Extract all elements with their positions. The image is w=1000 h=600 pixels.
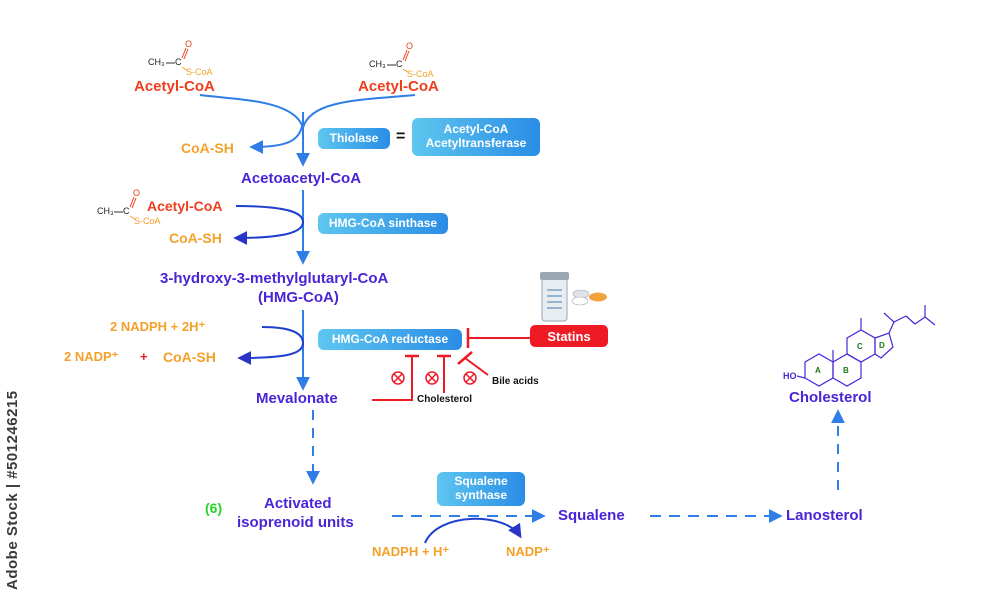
scoa-label-3: S-CoA bbox=[134, 216, 161, 226]
mevalonate-label: Mevalonate bbox=[256, 390, 338, 407]
nadp-2-label: 2 NADP⁺ bbox=[64, 349, 119, 364]
nadph-h-label: NADPH + H⁺ bbox=[372, 544, 450, 559]
squalene-synthase-line2: synthase bbox=[454, 488, 508, 502]
hmg-synthase-badge: HMG-CoA sinthase bbox=[318, 213, 448, 234]
bile-acids-label: Bile acids bbox=[492, 376, 539, 387]
o-label-3: O bbox=[133, 188, 141, 198]
acetyl-in-curve bbox=[233, 205, 305, 245]
activated-label-line1: Activated bbox=[264, 495, 332, 512]
ch3-label-1: CH₃ bbox=[148, 57, 165, 67]
inhibit-symbol-2 bbox=[425, 371, 439, 385]
nadp-label: NADP⁺ bbox=[506, 544, 550, 559]
ring-b-label: B bbox=[843, 366, 849, 375]
acetyl-structure-2 bbox=[387, 49, 410, 74]
inhibit-symbol-1 bbox=[391, 371, 405, 385]
coa-sh-label-1: CoA-SH bbox=[181, 140, 234, 156]
equals-sign: = bbox=[396, 128, 406, 145]
c-label-2: C bbox=[396, 59, 403, 69]
cholesterol-feedback-line bbox=[372, 356, 413, 401]
squalene-label: Squalene bbox=[558, 507, 625, 524]
acetyl-coa-label-3: Acetyl-CoA bbox=[147, 198, 223, 214]
scoa-label-2: S-CoA bbox=[407, 69, 434, 79]
coa-sh-label-2: CoA-SH bbox=[169, 230, 222, 246]
merge-curve-right bbox=[302, 94, 416, 129]
o-label-1: O bbox=[185, 39, 193, 49]
acetyl-structure-3 bbox=[114, 196, 137, 221]
coa-sh-label-3: CoA-SH bbox=[163, 349, 216, 365]
bile-inhibit-bar bbox=[457, 351, 473, 365]
step-count-label: (6) bbox=[205, 500, 223, 516]
acetyl-structure-1 bbox=[166, 47, 189, 72]
acat-line-2: Acetyltransferase bbox=[425, 136, 527, 150]
ring-c-label: C bbox=[857, 342, 863, 351]
hmg-coa-label-line1: 3-hydroxy-3-methylglutaryl-CoA bbox=[160, 270, 389, 287]
ch3-label-2: CH₃ bbox=[369, 59, 386, 69]
squalene-synthase-line1: Squalene bbox=[454, 474, 508, 489]
hmg-reductase-badge: HMG-CoA reductase bbox=[318, 329, 462, 350]
ho-label: HO bbox=[783, 371, 797, 381]
acat-badge: Acetyl-CoA Acetyltransferase bbox=[412, 118, 540, 156]
c-label-3: C bbox=[123, 206, 130, 216]
ring-d-label: D bbox=[879, 341, 885, 350]
ring-a-label: A bbox=[815, 366, 821, 375]
inhibit-symbol-3 bbox=[463, 371, 477, 385]
sterol-structure-icon bbox=[796, 305, 936, 387]
statins-badge: Statins bbox=[530, 325, 608, 347]
hmg-coa-label-line2: (HMG-CoA) bbox=[258, 289, 339, 306]
pill-bottle-icon bbox=[540, 272, 607, 322]
scoa-label-1: S-CoA bbox=[186, 67, 213, 77]
watermark-side-text: Adobe Stock | #501246215 bbox=[4, 390, 21, 590]
nadph-curve bbox=[237, 326, 305, 365]
ch3-label-3: CH₃ bbox=[97, 206, 114, 216]
acat-line-1: Acetyl-CoA bbox=[443, 122, 509, 137]
acetyl-coa-label-2: Acetyl-CoA bbox=[358, 78, 439, 95]
activated-label-line2: isoprenoid units bbox=[237, 514, 354, 531]
plus-sign: + bbox=[140, 349, 148, 364]
o-label-2: O bbox=[406, 41, 414, 51]
cholesterol-label: Cholesterol bbox=[789, 389, 872, 406]
bile-acids-feedback-line bbox=[464, 357, 489, 376]
nadph-arc bbox=[424, 517, 522, 544]
acetoacetyl-label: Acetoacetyl-CoA bbox=[241, 170, 362, 187]
cholesterol-inhibitor-label: Cholesterol bbox=[417, 394, 473, 405]
coa-release-curve-1 bbox=[249, 121, 304, 154]
squalene-synthase-badge: Squalene synthase bbox=[437, 472, 525, 506]
merge-curve-left bbox=[199, 94, 304, 129]
lanosterol-label: Lanosterol bbox=[786, 507, 863, 524]
c-label-1: C bbox=[175, 57, 182, 67]
nadph-2h-label: 2 NADPH + 2H⁺ bbox=[110, 319, 206, 334]
acetyl-coa-label-1: Acetyl-CoA bbox=[134, 78, 215, 95]
thiolase-badge: Thiolase bbox=[318, 128, 390, 149]
